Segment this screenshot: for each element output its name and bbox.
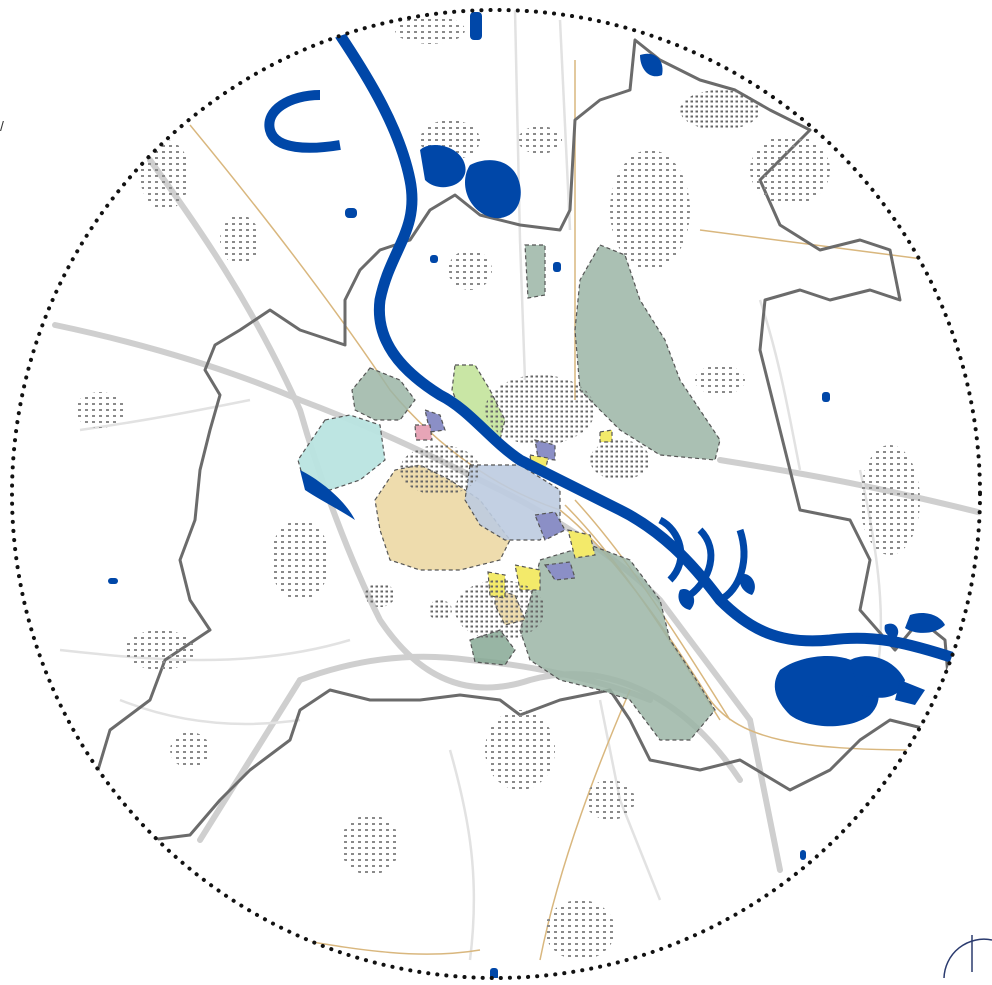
zone-industrial-west — [351, 367, 416, 421]
map-frame-circle — [10, 8, 982, 980]
river-oxbow-east — [658, 516, 748, 604]
zone-industrial-north — [574, 244, 721, 461]
zone-city-centre — [464, 464, 561, 541]
settlements — [75, 16, 920, 960]
zone-purple-2 — [534, 511, 566, 541]
water-bodies — [108, 12, 945, 978]
land-use-zones — [297, 244, 721, 741]
zone-purple-3 — [543, 561, 576, 581]
urban-buildings — [365, 90, 760, 640]
zone-yellow-5 — [599, 429, 613, 443]
zone-industrial-small-north — [524, 244, 546, 299]
zone-industrial-south — [519, 544, 716, 741]
page-edge-mark: / — [0, 118, 4, 134]
zone-yellow-1 — [567, 529, 596, 559]
zone-pink — [414, 424, 433, 441]
river-bend-west — [264, 90, 341, 153]
north-arrow-icon — [943, 935, 992, 979]
zone-water-park — [297, 414, 386, 491]
river — [334, 29, 966, 666]
